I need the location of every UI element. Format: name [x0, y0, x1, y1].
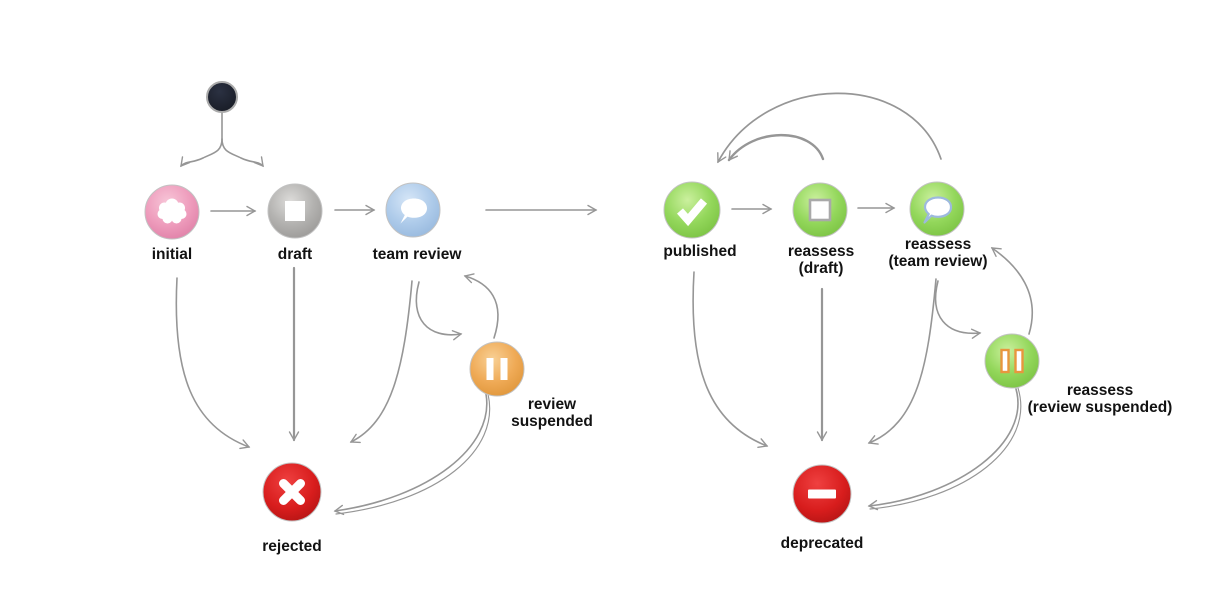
node-published	[663, 181, 721, 239]
label-reassess-team-review-line1: reassess	[905, 236, 971, 253]
speech-bubble-outlined-icon	[923, 196, 953, 224]
edge-reassess-review-suspended-deprecated	[867, 388, 1019, 511]
node-reassess-team-review	[909, 181, 965, 237]
node-rejected	[262, 462, 322, 522]
edge-team-review-rejected	[349, 280, 413, 444]
edges-layer	[175, 92, 1034, 516]
node-reassess-draft	[792, 182, 848, 238]
filled-dot-icon	[206, 81, 238, 113]
edge-review-suspended-team-review	[463, 273, 499, 339]
edge-review-suspended-rejected	[333, 393, 488, 516]
speech-bubble-icon	[400, 198, 427, 224]
label-reassess-team-review-line2: (team review)	[888, 253, 987, 270]
label-reassess-draft-line1: reassess	[788, 243, 854, 260]
edge-reassess-team-review-reassess-review-suspended	[934, 280, 982, 339]
edge-published-deprecated	[692, 271, 769, 448]
square-outlined-icon	[808, 198, 832, 222]
edge-reassess-team-review-published	[717, 92, 942, 164]
node-initial	[144, 184, 200, 240]
nodes-layer	[144, 81, 1040, 524]
label-review-suspended-line2: suspended	[511, 413, 593, 430]
label-published: published	[663, 243, 736, 260]
node-reassess-review-suspended	[984, 333, 1040, 389]
edge-reassess-review-suspended-reassess-team-review	[990, 247, 1034, 335]
node-deprecated	[792, 464, 852, 524]
edge-initial-rejected	[175, 277, 251, 450]
label-reassess-draft-line2: (draft)	[799, 260, 844, 277]
edge-team-review-review-suspended	[415, 281, 463, 341]
edge-review-suspended-rejected-double	[335, 393, 491, 515]
edge-reassess-team-review-deprecated	[867, 278, 937, 445]
label-reassess-review-suspended-line2: (review suspended)	[1028, 399, 1173, 416]
check-icon	[677, 198, 708, 227]
label-initial: initial	[152, 246, 192, 263]
label-rejected: rejected	[262, 538, 321, 555]
minus-icon	[808, 489, 836, 499]
cloud-icon	[157, 198, 187, 224]
label-draft: draft	[278, 246, 312, 263]
labels-layer: initial draft team review review suspend…	[152, 236, 1173, 555]
edge-start-draft	[221, 138, 264, 168]
node-start	[206, 81, 238, 113]
square-icon	[285, 201, 305, 221]
edge-start-initial	[180, 138, 223, 168]
pause-icon	[486, 358, 508, 380]
label-review-suspended-line1: review	[528, 396, 577, 413]
node-team-review	[385, 182, 441, 238]
edge-reassess-review-suspended-deprecated-double	[869, 387, 1022, 510]
pause-outlined-icon	[1000, 348, 1024, 374]
label-team-review: team review	[373, 246, 463, 263]
label-deprecated: deprecated	[781, 535, 864, 552]
node-draft	[267, 183, 323, 239]
label-reassess-review-suspended-line1: reassess	[1067, 382, 1133, 399]
cross-icon	[279, 479, 305, 505]
node-review-suspended	[469, 341, 525, 397]
edge-reassess-draft-published	[727, 133, 825, 162]
